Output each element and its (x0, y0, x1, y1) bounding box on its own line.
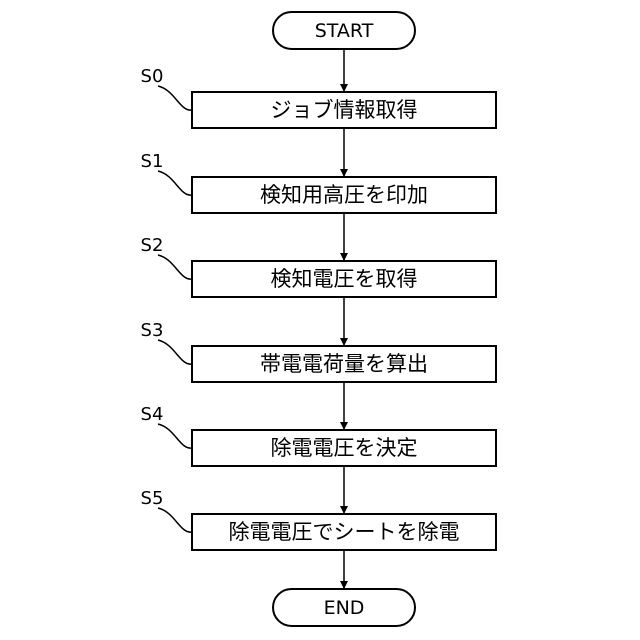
start-label: START (315, 20, 374, 42)
step-s0-leader (158, 86, 192, 110)
step-s3: S3 帯電電荷量を算出 (141, 320, 496, 382)
step-s0-text: ジョブ情報取得 (271, 98, 418, 122)
step-s3-text: 帯電電荷量を算出 (260, 352, 428, 376)
step-s1-text: 検知用高圧を印加 (260, 183, 428, 207)
step-s2: S2 検知電圧を取得 (141, 235, 496, 297)
step-s3-leader (158, 340, 192, 364)
step-s1-leader (158, 171, 192, 195)
step-s5: S5 除電電圧でシートを除電 (141, 488, 496, 550)
step-s2-leader (158, 255, 192, 279)
step-s5-text: 除電電圧でシートを除電 (229, 520, 460, 544)
step-s4: S4 除電電圧を決定 (141, 404, 496, 466)
step-s4-text: 除電電圧を決定 (271, 436, 418, 460)
step-s0-label: S0 (141, 66, 164, 87)
step-s3-label: S3 (141, 320, 164, 341)
end-terminal: END (273, 589, 415, 626)
step-s4-label: S4 (141, 404, 164, 425)
step-s2-text: 検知電圧を取得 (271, 267, 418, 291)
step-s5-leader (158, 508, 192, 532)
step-s1-label: S1 (141, 151, 164, 172)
step-s5-label: S5 (141, 488, 164, 509)
step-s2-label: S2 (141, 235, 164, 256)
step-s0: S0 ジョブ情報取得 (141, 66, 496, 128)
end-label: END (324, 597, 365, 619)
start-terminal: START (273, 12, 415, 49)
step-s4-leader (158, 424, 192, 448)
step-s1: S1 検知用高圧を印加 (141, 151, 496, 213)
